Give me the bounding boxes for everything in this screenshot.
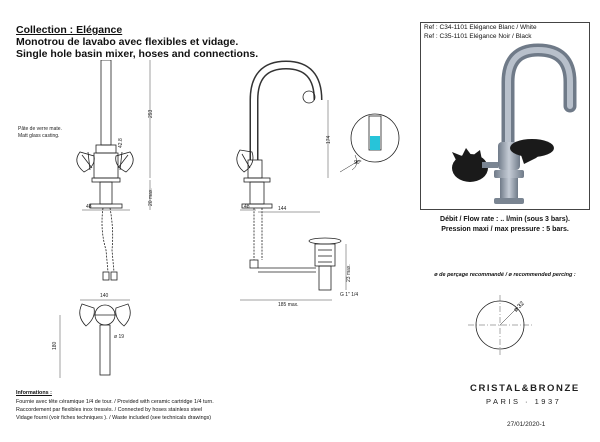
top-view [79, 303, 131, 376]
dim-90-degrees: 90° [354, 160, 362, 166]
dim-140: 140 [100, 293, 109, 299]
dim-20-max: 20 max. [148, 188, 154, 206]
dim-48-left: 48 [86, 204, 92, 210]
product-photo [452, 43, 577, 204]
drilling-diagram: ø 32 [468, 295, 532, 355]
dim-293: 293 [148, 109, 154, 118]
info-heading: Informations : [16, 390, 52, 396]
side-view [236, 60, 323, 273]
note-french: Pâte de verre mate. [18, 126, 62, 132]
diameter-leader [499, 306, 519, 326]
dim-174: 174 [326, 135, 332, 144]
note-english: Matt glass casting. [18, 133, 59, 139]
max-pressure: Pression maxi / max pressure : 5 bars. [441, 226, 569, 233]
technical-drawings: Pâte de verre mate. Matt glass casting. … [18, 60, 400, 378]
drilling-label: ø de perçage recommandé / ø recommended … [434, 272, 576, 278]
dim-180: 180 [52, 341, 58, 350]
thread-size: G 1" 1/4 [340, 292, 358, 298]
reference-black: Ref : C35-1101 Elégance Noir / Black [424, 33, 532, 40]
dim-42-8: 42.8 [118, 138, 124, 148]
front-view [76, 60, 134, 281]
dim-23-max: 23 max. [346, 264, 352, 282]
detail-view [339, 113, 400, 173]
product-photo-box [420, 22, 590, 210]
cartridge-accent [370, 136, 380, 150]
document-date: 27/01/2020-1 [507, 421, 546, 428]
flow-rate: Débit / Flow rate : .. l/min (sous 3 bar… [440, 216, 570, 223]
brand-tagline: PARIS · 1937 [486, 397, 562, 406]
reference-white: Ref : C34-1101 Elégance Blanc / White [424, 24, 537, 31]
dim-185-max: 185 max. [278, 302, 299, 308]
info-line-2: Raccordement par flexibles inox tressés.… [16, 407, 203, 413]
dim-144: 144 [278, 206, 287, 212]
dim-diameter-19: ø 19 [114, 334, 124, 340]
brand-name: CRISTAL&BRONZE [470, 383, 580, 394]
info-line-3: Vidage fourni (voir fiches techniques ).… [16, 415, 212, 421]
dim-48-right: 48 [244, 204, 250, 210]
waste-drain [308, 237, 342, 291]
title-english: Single hole basin mixer, hoses and conne… [16, 48, 259, 60]
collection-title: Collection : Elégance [16, 24, 123, 36]
info-line-1: Fournie avec tête céramique 1/4 de tour.… [16, 399, 214, 405]
flow-specs: Débit / Flow rate : .. l/min (sous 3 bar… [420, 215, 590, 235]
title-french: Monotrou de lavabo avec flexibles et vid… [16, 36, 239, 48]
